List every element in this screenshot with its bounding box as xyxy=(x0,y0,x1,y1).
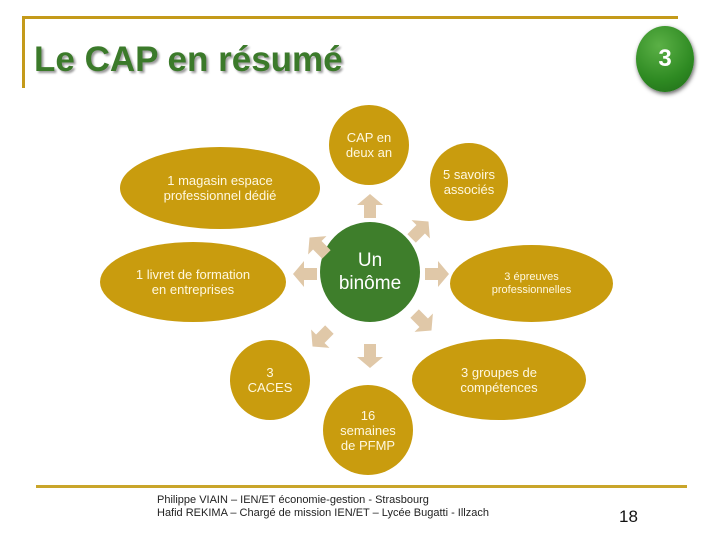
node-text: 1 magasin espace xyxy=(167,173,273,188)
node-text: 5 savoirs xyxy=(442,167,496,182)
node-text: deux an xyxy=(345,145,393,160)
center-text: Un xyxy=(357,250,383,271)
node-text: professionnel dédié xyxy=(163,188,277,203)
arrow-right-icon xyxy=(425,261,449,287)
bottom-rule xyxy=(36,485,687,488)
node-text: CAP en xyxy=(346,130,392,145)
node-text: de PFMP xyxy=(340,437,396,453)
node-text: semaines xyxy=(340,422,396,438)
slide-title: Le CAP en résumé xyxy=(34,40,343,79)
node-text: compétences xyxy=(460,379,538,395)
footer-line-2: Hafid REKIMA – Chargé de mission IEN/ET … xyxy=(157,507,489,519)
page-number: 18 xyxy=(619,507,638,526)
arrow-up-right-icon xyxy=(402,212,437,247)
node-text: en entreprises xyxy=(151,282,235,297)
left-rule xyxy=(22,16,25,88)
arrow-down-icon xyxy=(357,344,383,368)
node-text: 3 xyxy=(266,365,274,380)
node-text: 1 livret de formation xyxy=(135,267,251,282)
node-text: 16 xyxy=(360,407,376,423)
node-text: 3 épreuves xyxy=(504,270,559,283)
node-text: CACES xyxy=(247,380,293,395)
node-text: 3 groupes de xyxy=(461,364,537,380)
arrow-down-left-icon xyxy=(303,320,338,355)
footer-line-1: Philippe VIAIN – IEN/ET économie-gestion… xyxy=(157,494,429,506)
node-text: professionnelles xyxy=(491,283,572,296)
arrow-up-left-icon xyxy=(300,228,335,263)
arrow-left-icon xyxy=(293,261,317,287)
section-badge: 3 xyxy=(636,26,694,92)
arrow-down-right-icon xyxy=(405,304,440,339)
footer-credits: Philippe VIAIN – IEN/ET économie-gestion… xyxy=(157,494,489,520)
node-text: associés xyxy=(443,182,495,197)
badge-number: 3 xyxy=(658,45,672,72)
center-text: binôme xyxy=(338,273,402,294)
top-rule xyxy=(22,16,678,19)
arrow-up-icon xyxy=(357,194,383,218)
